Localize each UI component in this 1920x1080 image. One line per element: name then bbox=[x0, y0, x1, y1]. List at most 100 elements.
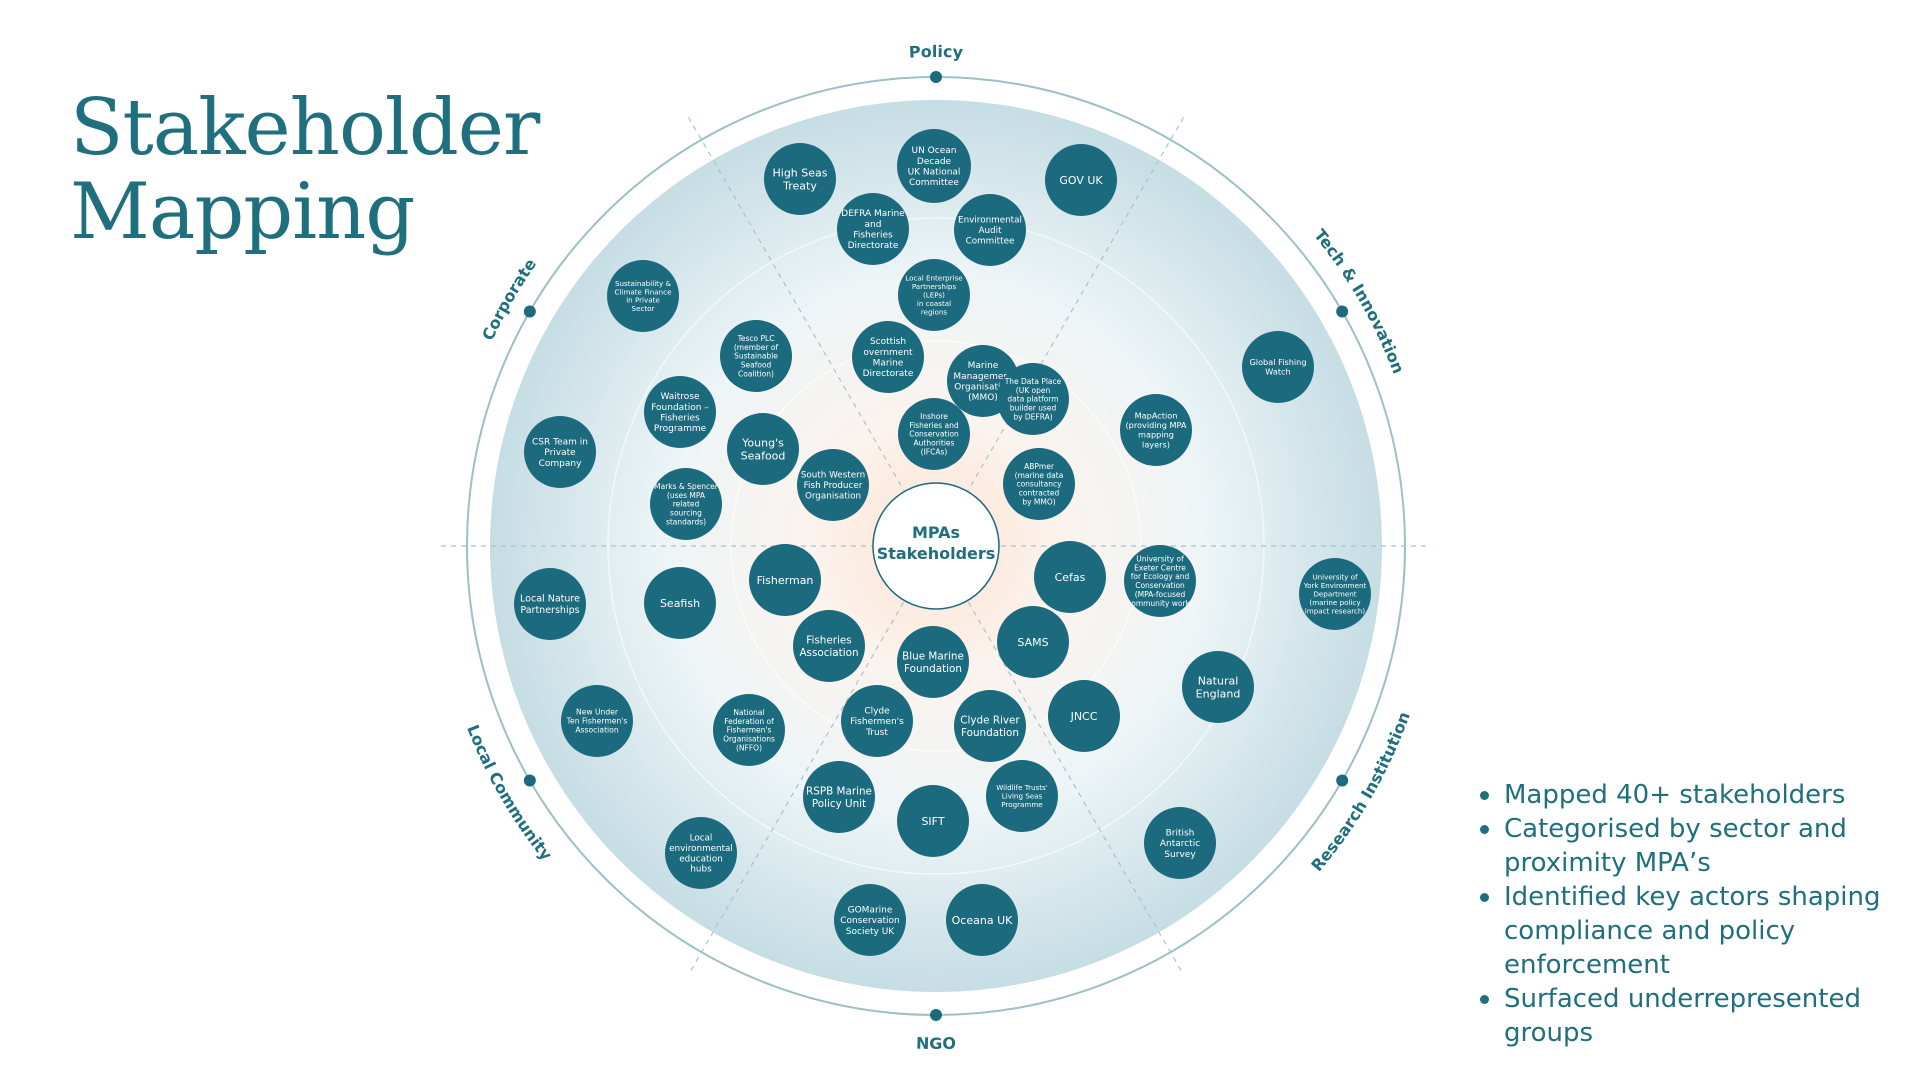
stakeholder-node: SAMS bbox=[997, 606, 1069, 678]
stakeholder-node: JNCC bbox=[1048, 680, 1120, 752]
stakeholder-bubble bbox=[1182, 651, 1254, 723]
stakeholder-bubble bbox=[1144, 807, 1216, 879]
stakeholder-node: Fisherman bbox=[749, 544, 821, 616]
stakeholder-label: York Environment bbox=[1303, 581, 1367, 590]
stakeholder-label: Seafood bbox=[741, 449, 786, 462]
stakeholder-label: Environmental bbox=[958, 216, 1022, 226]
bullet-item: Categorised by sector and proximity MPA’… bbox=[1478, 812, 1918, 880]
stakeholder-bubble bbox=[720, 320, 792, 392]
stakeholder-label: community work) bbox=[1127, 599, 1193, 608]
stakeholder-label: (member of bbox=[734, 343, 779, 352]
sector-marker bbox=[1336, 305, 1349, 318]
stakeholder-label: Fishermen's bbox=[727, 726, 772, 735]
stakeholder-bubble bbox=[852, 321, 924, 393]
stakeholder-label: GOMarine bbox=[848, 906, 893, 916]
stakeholder-label: ABPmer bbox=[1024, 462, 1055, 471]
stakeholder-label: Organisation bbox=[954, 382, 1012, 392]
stakeholder-label: by MMO) bbox=[1022, 497, 1055, 506]
bullet-item: Identified key actors shaping compliance… bbox=[1478, 880, 1918, 982]
stakeholder-bubble bbox=[793, 610, 865, 682]
stakeholder-label: Association bbox=[799, 647, 858, 659]
bullet-item: Surfaced underrepresented groups bbox=[1478, 982, 1918, 1050]
stakeholder-node: SIFT bbox=[897, 785, 969, 857]
stakeholder-label: Audit bbox=[978, 226, 1002, 236]
stakeholder-bubble bbox=[1242, 331, 1314, 403]
stakeholder-label: consultancy bbox=[1016, 480, 1062, 489]
stakeholder-label: Living Seas bbox=[1002, 792, 1043, 801]
stakeholder-label: Private bbox=[544, 448, 576, 458]
stakeholder-label: University of bbox=[1312, 573, 1358, 582]
stakeholder-bubble bbox=[898, 398, 970, 470]
stakeholder-label: Marine bbox=[873, 358, 904, 368]
stakeholder-bubble bbox=[954, 690, 1026, 762]
stakeholder-label: Seafood bbox=[741, 360, 772, 369]
stakeholder-node: Cefas bbox=[1034, 541, 1106, 613]
stakeholder-bubble bbox=[997, 606, 1069, 678]
stakeholder-label: Sustainable bbox=[734, 352, 778, 361]
stakeholder-node: Seafish bbox=[644, 567, 716, 639]
stakeholder-label: Scottish bbox=[870, 337, 906, 347]
stakeholder-label: Directorate bbox=[863, 369, 914, 379]
stakeholder-label: Fisheries bbox=[660, 413, 700, 423]
stakeholder-node: Tesco PLC(member ofSustainableSeafoodCoa… bbox=[720, 320, 792, 392]
stakeholder-label: RSPB Marine bbox=[806, 786, 872, 798]
stakeholder-label: Survey bbox=[1164, 850, 1196, 860]
stakeholder-label: (NFFO) bbox=[736, 743, 762, 752]
stakeholder-bubble bbox=[803, 761, 875, 833]
stakeholder-bubble bbox=[986, 760, 1058, 832]
stakeholder-label: Blue Marine bbox=[902, 651, 964, 663]
stakeholder-label: Trust bbox=[865, 728, 888, 738]
stakeholder-label: Partnerships bbox=[520, 605, 579, 616]
stakeholder-label: (MPA-focused bbox=[1135, 590, 1186, 599]
stakeholder-label: GOV UK bbox=[1059, 174, 1103, 187]
stakeholder-label: (marine data bbox=[1015, 471, 1064, 480]
stakeholder-bubble bbox=[834, 884, 906, 956]
stakeholder-label: mapping bbox=[1138, 430, 1174, 440]
stakeholder-label: Clyde River bbox=[960, 715, 1020, 727]
stakeholder-node: ABPmer(marine dataconsultancycontractedb… bbox=[1003, 448, 1075, 520]
stakeholder-label: England bbox=[1196, 687, 1241, 700]
center-node: MPAs Stakeholders bbox=[872, 482, 1000, 610]
stakeholder-label: related bbox=[673, 500, 700, 509]
stakeholder-label: South Western bbox=[801, 471, 865, 481]
stakeholder-label: (MMO) bbox=[968, 393, 998, 403]
stakeholder-label: Natural bbox=[1198, 674, 1239, 687]
sector-label: Policy bbox=[909, 42, 965, 62]
stakeholder-label: Conservation bbox=[909, 430, 959, 439]
stakeholder-bubble bbox=[954, 194, 1026, 266]
stakeholder-label: hubs bbox=[690, 865, 712, 875]
stakeholder-label: (UK open bbox=[1016, 386, 1051, 395]
stakeholder-label: Wildlife Trusts' bbox=[996, 783, 1047, 792]
stakeholder-label: Fisheries bbox=[806, 635, 851, 647]
stakeholder-label: CSR Team in bbox=[532, 438, 588, 448]
stakeholder-label: standards) bbox=[666, 517, 706, 526]
summary-bullets: Mapped 40+ stakeholders Categorised by s… bbox=[1478, 778, 1918, 1050]
stakeholder-bubble bbox=[897, 129, 971, 203]
stakeholder-label: Authorities bbox=[914, 438, 955, 447]
stakeholder-bubble bbox=[607, 260, 679, 332]
stakeholder-label: Seafish bbox=[660, 597, 700, 610]
stakeholder-label: UK National bbox=[908, 167, 961, 177]
stakeholder-label: Fisheries bbox=[853, 230, 893, 240]
sector-marker bbox=[523, 305, 536, 318]
stakeholder-label: in coastal bbox=[917, 299, 951, 308]
stakeholder-label: National bbox=[733, 708, 764, 717]
